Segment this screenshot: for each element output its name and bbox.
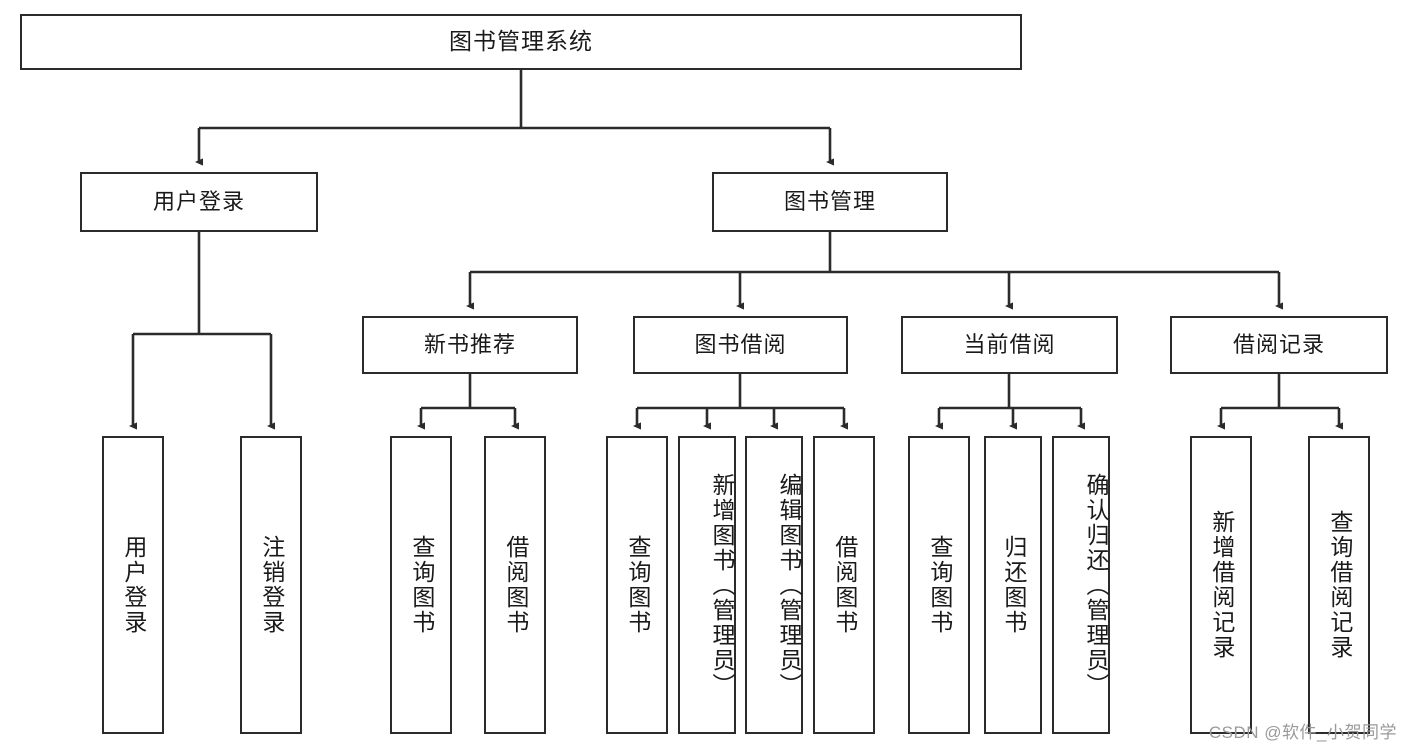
node-book-borrow[interactable]: 图书借阅	[633, 316, 848, 374]
node-leaf-edit-book-label: 编辑图书（管理员）	[776, 472, 802, 698]
node-leaf-query-book-2[interactable]: 查询图书	[606, 436, 668, 734]
node-leaf-query-book-3-label: 查询图书	[926, 535, 953, 635]
edge-group-user-login	[129, 232, 276, 430]
node-borrow-record-label: 借阅记录	[1232, 331, 1325, 357]
node-leaf-query-record-label: 查询借阅记录	[1326, 510, 1353, 660]
node-leaf-return-book[interactable]: 归还图书	[984, 436, 1042, 734]
node-new-book-recommend[interactable]: 新书推荐	[362, 316, 578, 374]
edge-group-new-book-recommend	[417, 374, 520, 430]
node-leaf-query-record[interactable]: 查询借阅记录	[1308, 436, 1370, 734]
node-leaf-query-book-1[interactable]: 查询图书	[390, 436, 452, 734]
node-leaf-borrow-book-2-label: 借阅图书	[831, 535, 858, 635]
node-leaf-add-record-label: 新增借阅记录	[1208, 510, 1235, 660]
node-root-label: 图书管理系统	[449, 28, 593, 55]
node-leaf-logout-label: 注销登录	[258, 535, 285, 635]
edge-group-book-borrow	[633, 374, 849, 430]
node-current-borrow[interactable]: 当前借阅	[901, 316, 1118, 374]
edge-group-borrow-record	[1217, 374, 1344, 430]
node-leaf-query-book-1-label: 查询图书	[408, 535, 435, 635]
node-leaf-query-book-3[interactable]: 查询图书	[908, 436, 970, 734]
node-leaf-confirm-return-label: 确认归还（管理员）	[1083, 472, 1109, 698]
node-book-manage[interactable]: 图书管理	[712, 172, 948, 232]
edge-group-root	[195, 70, 835, 166]
node-user-login-label: 用户登录	[152, 188, 245, 214]
edge-group-current-borrow	[935, 374, 1086, 430]
watermark-text: CSDN @软件_小贺同学	[1208, 723, 1397, 742]
node-leaf-borrow-book-2[interactable]: 借阅图书	[813, 436, 875, 734]
node-leaf-query-book-2-label: 查询图书	[624, 535, 651, 635]
node-leaf-add-book[interactable]: 新增图书（管理员）	[678, 436, 736, 734]
edge-group-book-manage	[466, 232, 1284, 310]
node-leaf-user-login-label: 用户登录	[120, 535, 147, 635]
node-root[interactable]: 图书管理系统	[20, 14, 1022, 70]
node-leaf-add-book-label: 新增图书（管理员）	[709, 472, 735, 698]
node-leaf-borrow-book-1-label: 借阅图书	[502, 535, 529, 635]
node-new-book-recommend-label: 新书推荐	[423, 331, 516, 357]
node-leaf-edit-book[interactable]: 编辑图书（管理员）	[745, 436, 803, 734]
node-leaf-confirm-return[interactable]: 确认归还（管理员）	[1052, 436, 1110, 734]
node-leaf-add-record[interactable]: 新增借阅记录	[1190, 436, 1252, 734]
node-leaf-return-book-label: 归还图书	[1000, 535, 1027, 635]
node-book-manage-label: 图书管理	[783, 188, 876, 214]
node-leaf-logout[interactable]: 注销登录	[240, 436, 302, 734]
node-book-borrow-label: 图书借阅	[694, 331, 787, 357]
node-user-login[interactable]: 用户登录	[80, 172, 318, 232]
node-leaf-user-login[interactable]: 用户登录	[102, 436, 164, 734]
node-borrow-record[interactable]: 借阅记录	[1170, 316, 1388, 374]
node-leaf-borrow-book-1[interactable]: 借阅图书	[484, 436, 546, 734]
node-current-borrow-label: 当前借阅	[963, 331, 1056, 357]
